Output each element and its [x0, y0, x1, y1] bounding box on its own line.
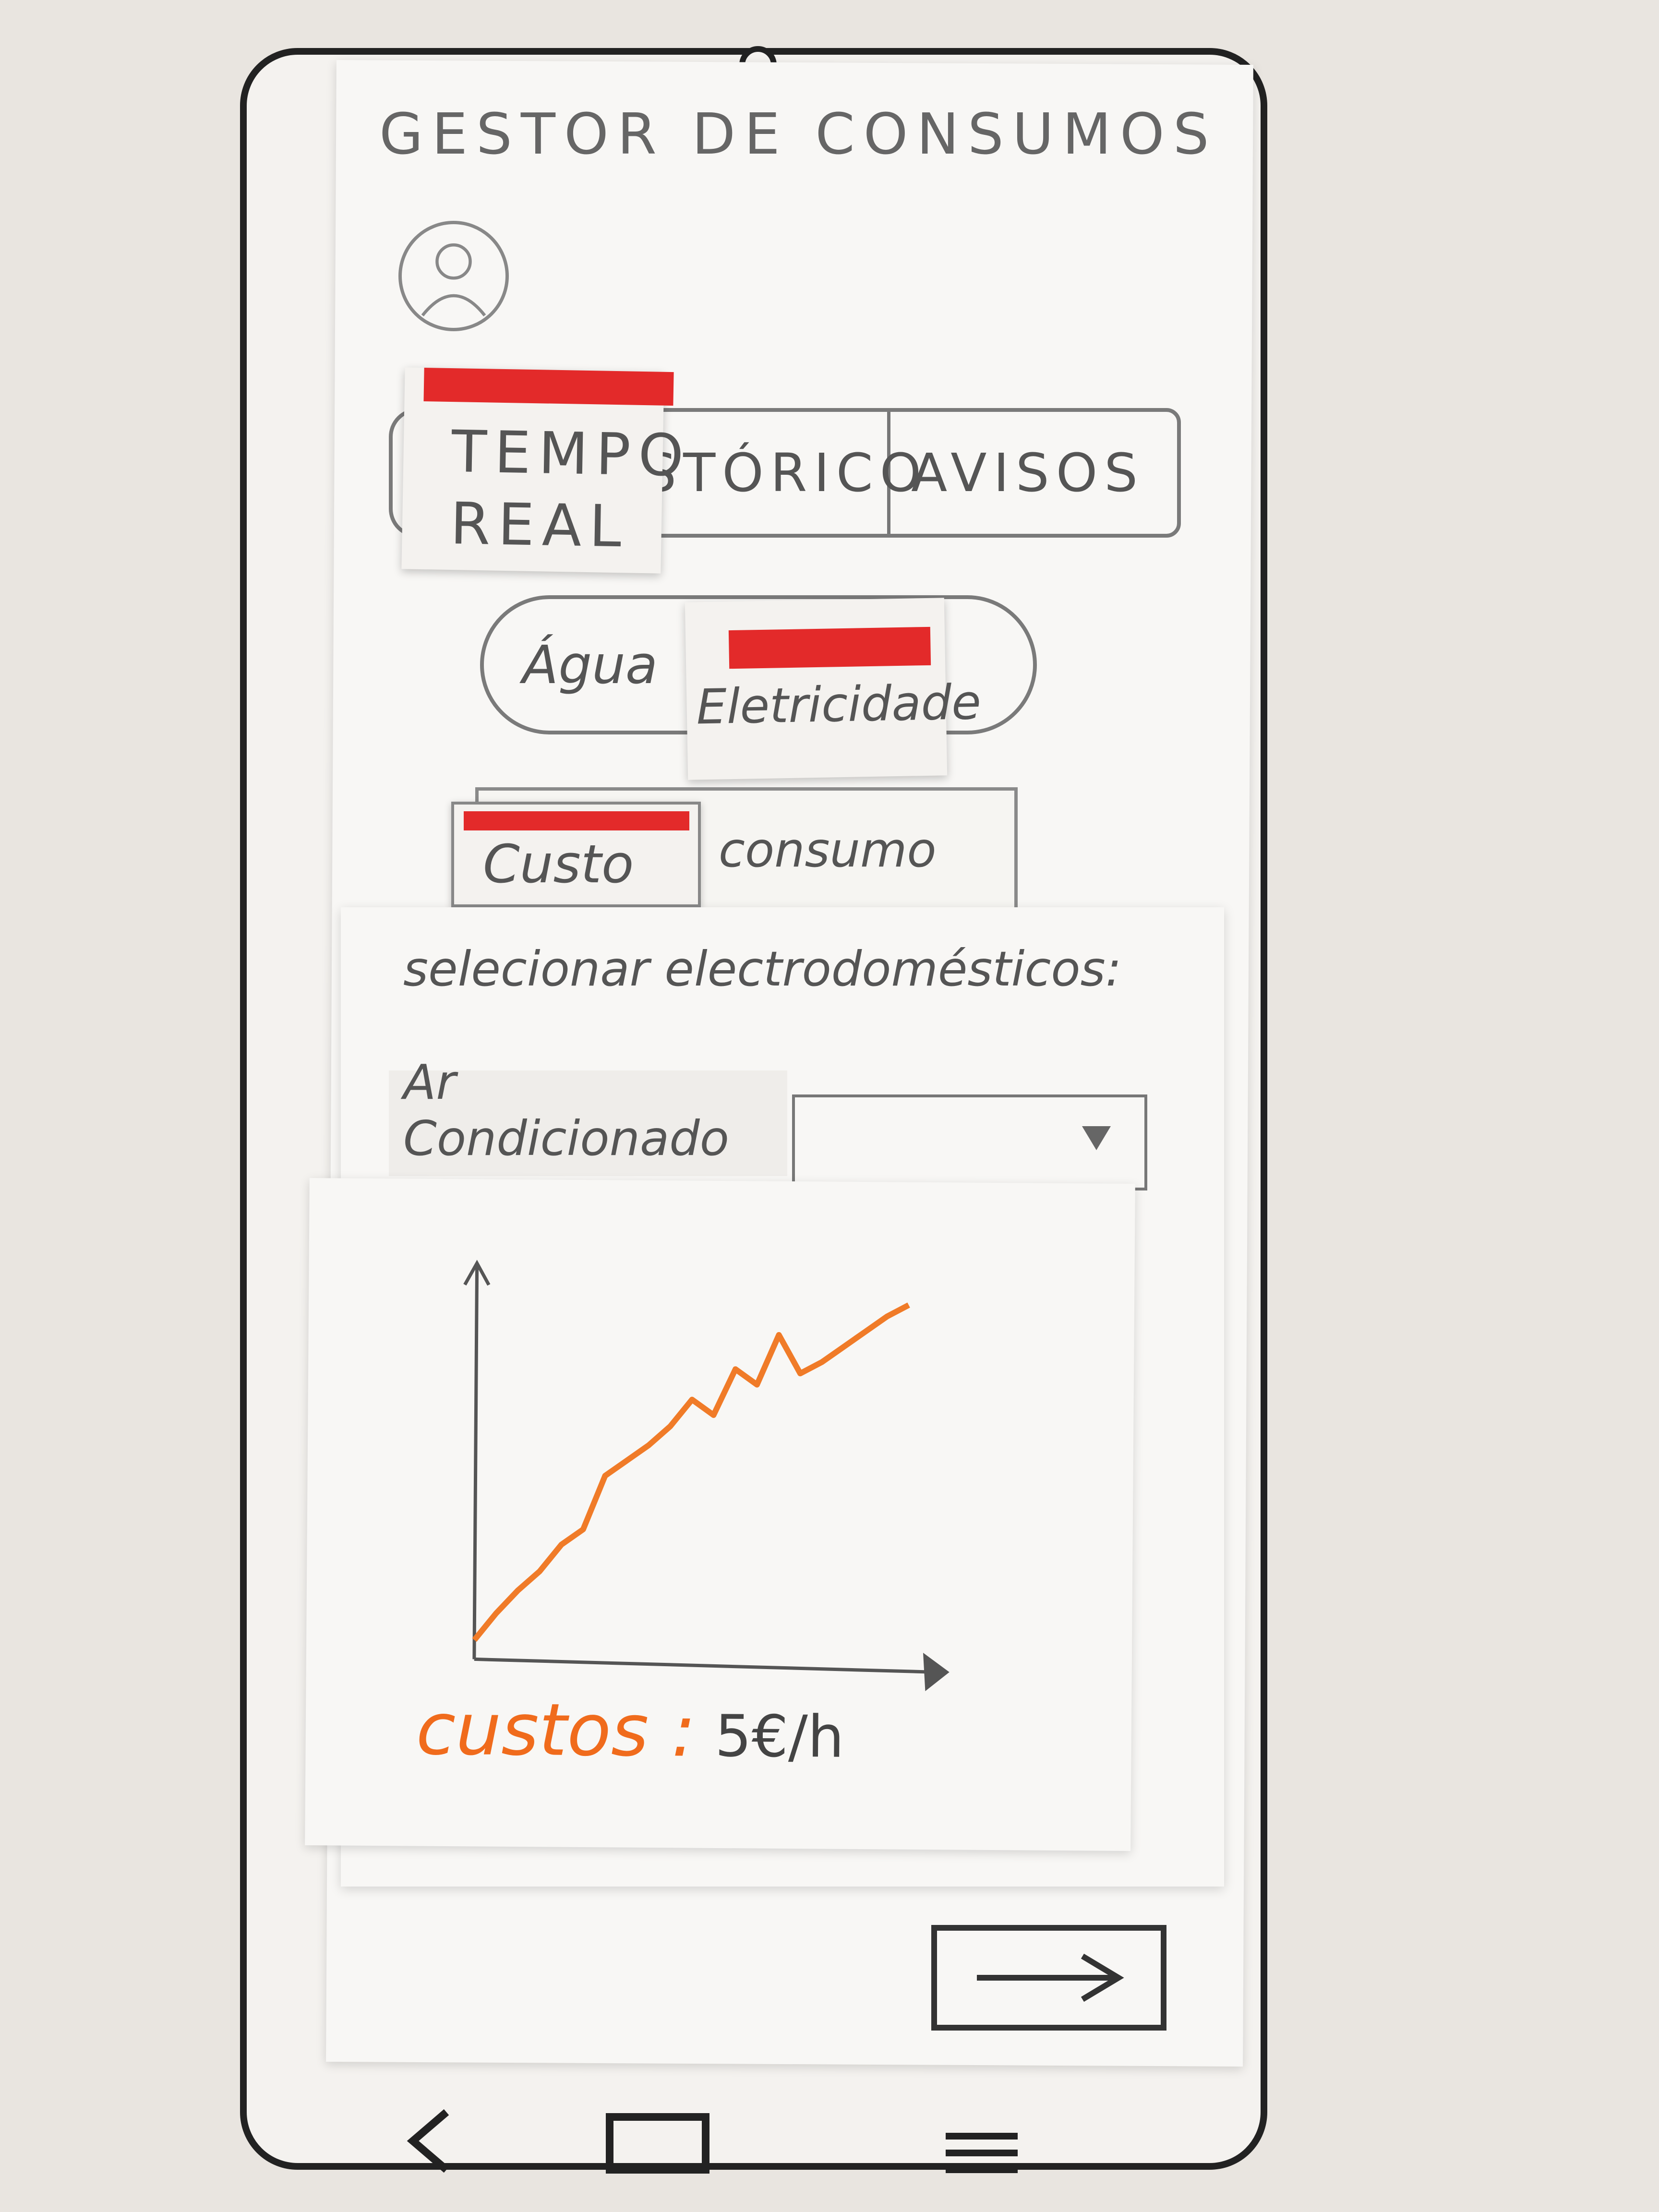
chevron-down-icon[interactable] — [1082, 1126, 1111, 1150]
cost-readout: custos : 5€/h — [416, 1688, 844, 1774]
y-axis — [472, 1265, 479, 1659]
app-title: GESTOR DE CONSUMOS — [379, 101, 1218, 167]
next-button[interactable] — [931, 1925, 1166, 2031]
chart-card: custos : 5€/h — [305, 1178, 1135, 1851]
tab-historico[interactable]: ISTÓRICO — [621, 412, 921, 534]
appliance-selector-label: selecionar electrodomésticos: — [403, 941, 1122, 997]
main-tabs: ISTÓRICO AVISOS — [389, 408, 1181, 538]
active-option-marker — [728, 626, 931, 669]
option-eletricidade-label: Eletricidade — [696, 674, 982, 735]
arrow-right-icon — [977, 1953, 1124, 2002]
active-option-marker — [464, 811, 689, 830]
menu-icon[interactable] — [941, 2103, 1027, 2179]
option-custo-label: Custo — [483, 833, 634, 895]
series-line — [472, 1302, 910, 1642]
back-icon[interactable] — [394, 2103, 461, 2179]
user-avatar-icon[interactable] — [398, 221, 509, 331]
option-consumo[interactable]: consumo — [719, 821, 937, 878]
tab-avisos[interactable]: AVISOS — [911, 442, 1145, 504]
appliance-dropdown[interactable] — [792, 1094, 1147, 1190]
y-axis-arrow — [463, 1260, 491, 1286]
cost-chart — [463, 1260, 950, 1691]
resource-toggle: Água — [480, 595, 1037, 734]
tab-tempo-real-label: TEMPO REAL — [449, 419, 692, 561]
x-axis-arrow — [923, 1652, 950, 1691]
x-axis — [474, 1657, 930, 1674]
tab-tempo-real[interactable]: TEMPO REAL — [401, 367, 692, 574]
option-agua[interactable]: Água — [522, 634, 658, 696]
appliance-selected-value: Ar Condicionado — [389, 1054, 787, 1176]
active-tab-marker — [423, 368, 674, 406]
option-custo[interactable]: Custo — [451, 802, 701, 907]
cost-value: 5€/h — [714, 1703, 845, 1771]
cost-label: custos : — [416, 1687, 697, 1773]
home-icon[interactable] — [605, 2103, 710, 2179]
option-eletricidade[interactable]: Eletricidade — [685, 598, 982, 780]
